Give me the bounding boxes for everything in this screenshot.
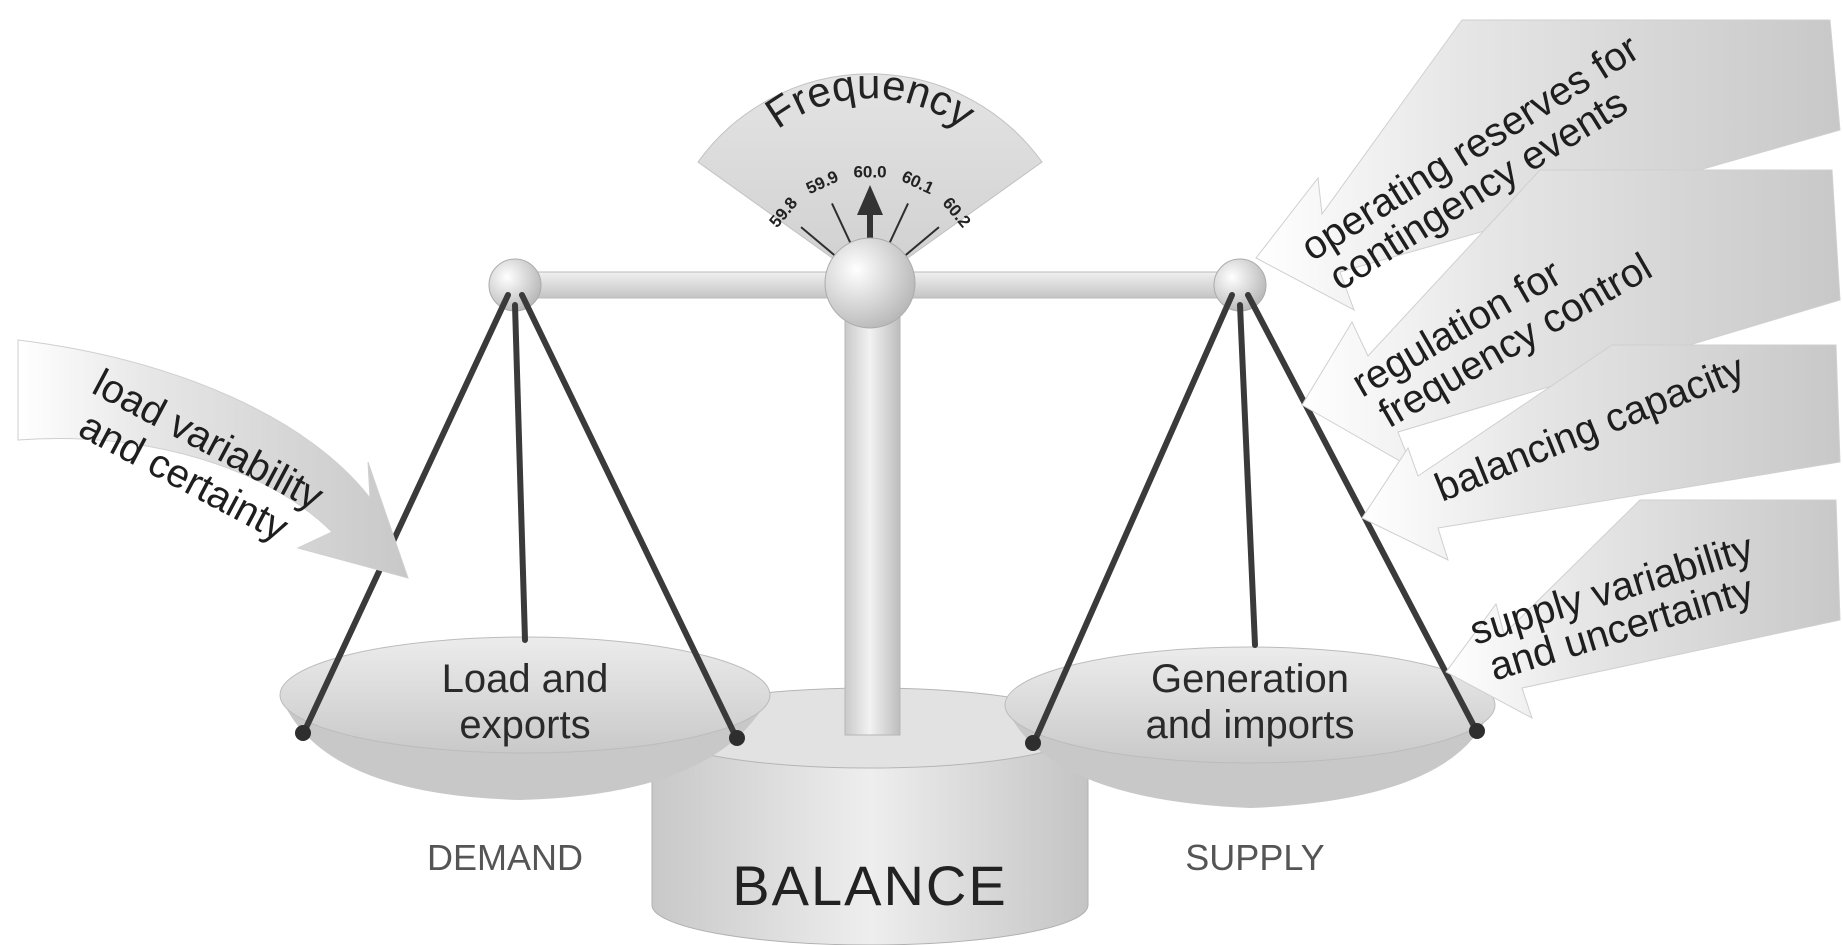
right-pan: Generation and imports SUPPLY bbox=[1004, 292, 1496, 878]
left-chain-middle bbox=[512, 302, 528, 643]
scale-post bbox=[844, 294, 901, 736]
center-pivot-ball bbox=[824, 237, 916, 329]
gauge-tick-line bbox=[831, 203, 852, 245]
left-arrow-load-variability: load variability and certainty bbox=[17, 339, 409, 579]
right-arrow-supply-variability: supply variability and uncertainty bbox=[1445, 499, 1841, 720]
right-chain-outer bbox=[1032, 292, 1235, 743]
right-chain-inner bbox=[1245, 292, 1478, 731]
left-chain-inner bbox=[519, 292, 738, 738]
left-pan-line2: exports bbox=[459, 703, 590, 747]
left-pan-line1: Load and bbox=[442, 657, 609, 701]
gauge-tick-label: 60.0 bbox=[853, 162, 886, 181]
right-chain-end-right bbox=[1469, 723, 1485, 739]
demand-caption: DEMAND bbox=[427, 837, 583, 878]
left-chain-outer bbox=[302, 292, 511, 733]
gauge-tick-line bbox=[800, 226, 837, 257]
gauge-needle-arrowhead bbox=[857, 185, 883, 215]
base-label: BALANCE bbox=[732, 854, 1007, 917]
left-pan: Load and exports DEMAND bbox=[279, 292, 771, 878]
right-chain-end-left bbox=[1025, 735, 1041, 751]
right-pan-line2: and imports bbox=[1146, 703, 1355, 747]
gauge-tick-line bbox=[888, 203, 909, 245]
right-chain-middle bbox=[1237, 302, 1258, 648]
left-chain-end-left bbox=[295, 725, 311, 741]
left-chain-end-right bbox=[729, 730, 745, 746]
supply-caption: SUPPLY bbox=[1185, 837, 1324, 878]
right-pan-line1: Generation bbox=[1151, 657, 1349, 701]
gauge-tick-line bbox=[903, 226, 940, 257]
